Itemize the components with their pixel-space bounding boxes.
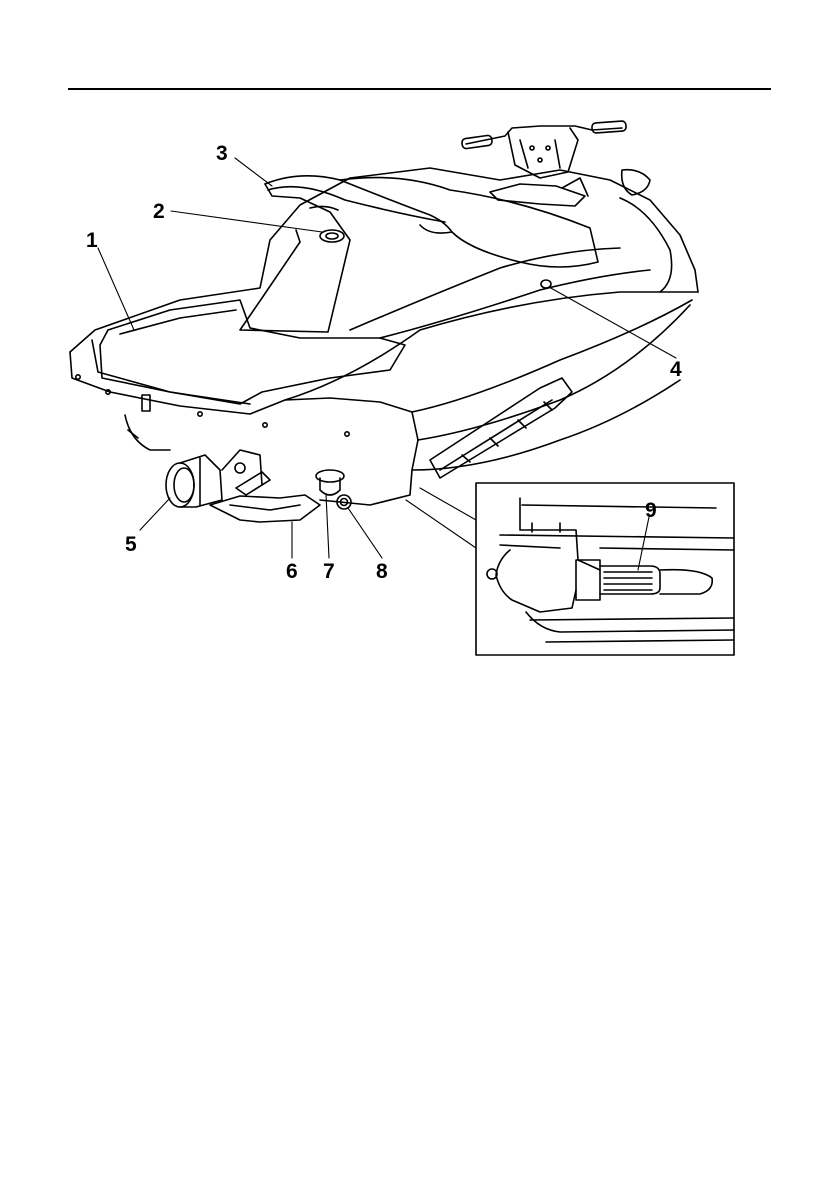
- callout-4: 4: [670, 359, 682, 380]
- callout-1: 1: [86, 230, 98, 251]
- handlebar-drawing: [461, 121, 650, 195]
- callout-8: 8: [376, 561, 388, 582]
- callout-7: 7: [323, 561, 335, 582]
- leader-lines: [98, 158, 676, 570]
- callout-2: 2: [153, 201, 165, 222]
- callout-9: 9: [645, 500, 657, 521]
- sponson-drawing: [430, 378, 572, 478]
- callout-5: 5: [125, 534, 137, 555]
- callout-3: 3: [216, 143, 228, 164]
- seat-drawing: [240, 176, 598, 332]
- watercraft-illustration: [0, 0, 839, 700]
- callout-6: 6: [286, 561, 298, 582]
- inset-detail: [476, 483, 734, 655]
- console-drawing: [490, 178, 672, 292]
- jet-nozzle-drawing: [125, 415, 351, 522]
